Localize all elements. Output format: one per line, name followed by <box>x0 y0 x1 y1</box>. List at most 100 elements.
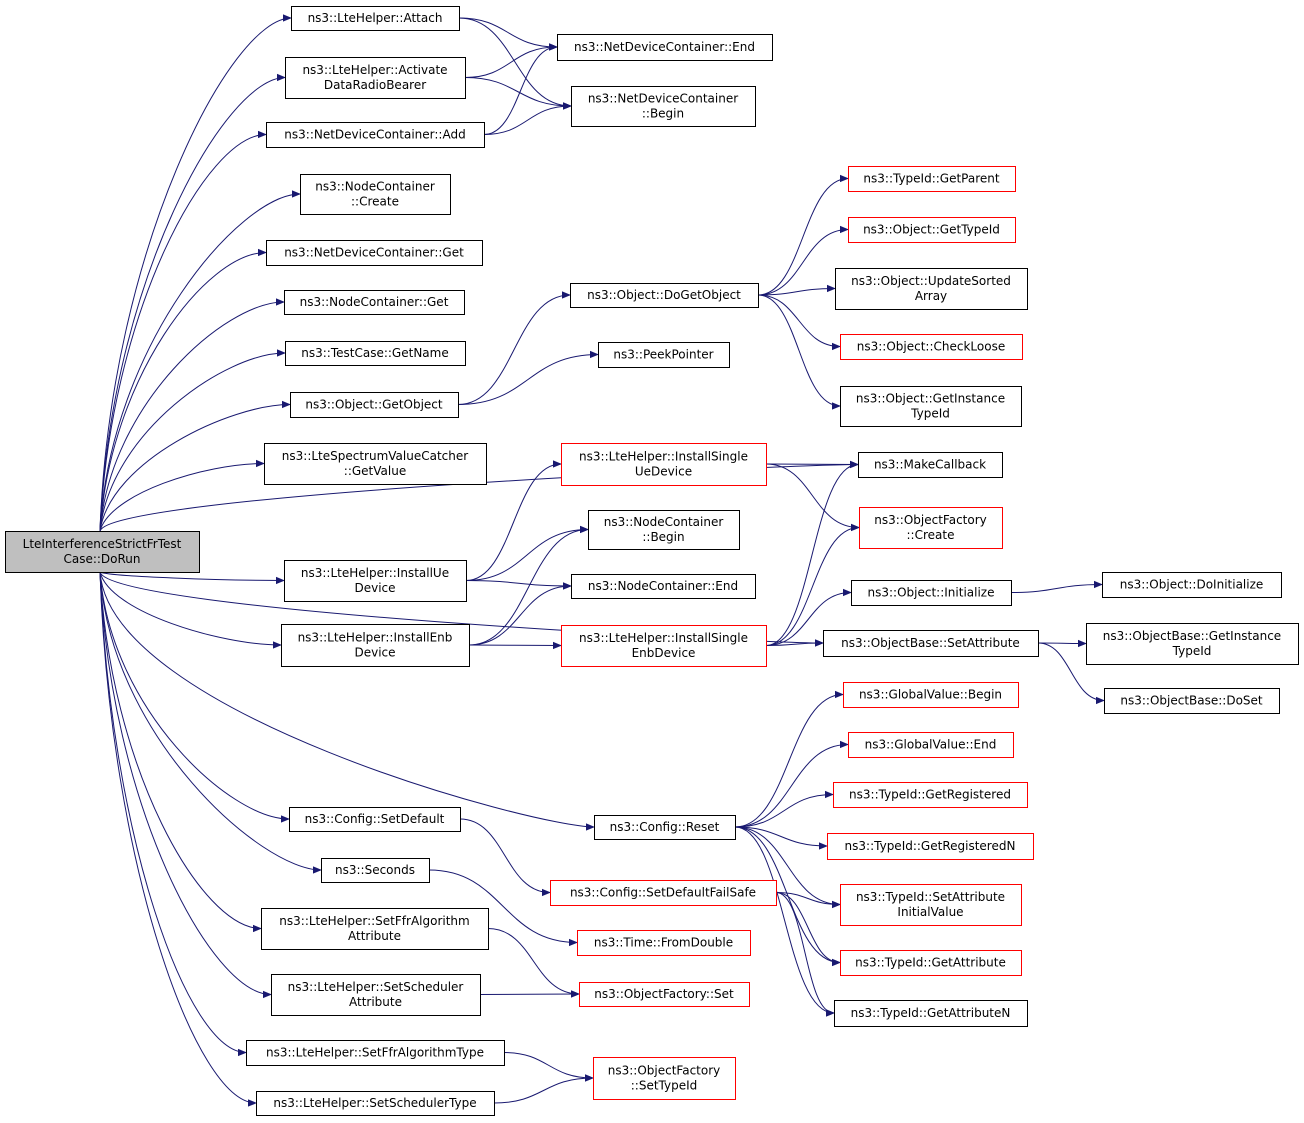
node-attach[interactable]: ns3::LteHelper::Attach <box>291 6 460 31</box>
node-box <box>593 1057 736 1100</box>
edge-root-to-install-ue <box>99 571 284 581</box>
node-box <box>598 342 730 368</box>
node-ndc-get[interactable]: ns3::NetDeviceContainer::Get <box>266 240 483 266</box>
node-ndc-end[interactable]: ns3::NetDeviceContainer::End <box>557 34 773 61</box>
node-box <box>827 833 1034 860</box>
node-label-line: Case::DoRun <box>63 552 140 566</box>
node-lsvc-getvalue[interactable]: ns3::LteSpectrumValueCatcher::GetValue <box>264 443 487 485</box>
node-tc-getname[interactable]: ns3::TestCase::GetName <box>285 341 466 366</box>
node-box <box>579 982 750 1007</box>
node-box <box>321 858 430 883</box>
node-obj-getobject[interactable]: ns3::Object::GetObject <box>290 392 459 418</box>
node-ndc-begin[interactable]: ns3::NetDeviceContainer::Begin <box>571 86 756 127</box>
edge-obj-dogetobject-to-obj-gettypeid <box>757 230 848 296</box>
node-box <box>561 625 767 667</box>
node-label-line: ns3::MakeCallback <box>874 458 986 472</box>
node-cfg-setdefaultfailsafe[interactable]: ns3::Config::SetDefaultFailSafe <box>550 880 777 906</box>
node-time-fromdouble[interactable]: ns3::Time::FromDouble <box>577 930 751 956</box>
node-nc-end[interactable]: ns3::NodeContainer::End <box>571 574 756 599</box>
node-set-sched-type[interactable]: ns3::LteHelper::SetSchedulerType <box>256 1091 495 1116</box>
node-seconds[interactable]: ns3::Seconds <box>321 858 430 883</box>
node-label-line: ns3::ObjectBase::SetAttribute <box>841 636 1020 650</box>
node-box <box>594 815 736 840</box>
node-ndc-add[interactable]: ns3::NetDeviceContainer::Add <box>266 122 485 148</box>
node-box <box>300 174 451 215</box>
node-label-line: ::Create <box>907 528 955 542</box>
edge-root-to-lsvc-getvalue <box>99 464 264 532</box>
node-box <box>256 1091 495 1116</box>
edge-obj-getobject-to-obj-dogetobject <box>457 295 570 405</box>
node-obj-gettypeid[interactable]: ns3::Object::GetTypeId <box>848 217 1016 243</box>
node-box <box>5 531 200 573</box>
node-obj-initialize[interactable]: ns3::Object::Initialize <box>851 580 1012 606</box>
edge-cfg-reset-to-tid-getattributen <box>734 826 834 1013</box>
node-box <box>285 341 466 366</box>
node-tid-getattribute[interactable]: ns3::TypeId::GetAttribute <box>840 950 1022 976</box>
node-tid-getparent[interactable]: ns3::TypeId::GetParent <box>848 166 1016 192</box>
edge-install-enb-to-install-single-enb <box>468 645 561 646</box>
node-obj-doinitialize[interactable]: ns3::Object::DoInitialize <box>1102 572 1282 598</box>
node-label-line: ::Create <box>351 195 399 209</box>
node-box <box>840 386 1022 427</box>
node-label-line: DataRadioBearer <box>324 78 426 92</box>
edge-install-single-enb-to-of-create <box>765 528 859 646</box>
node-box <box>284 560 467 602</box>
node-label-line: ns3::ObjectFactory <box>874 513 987 527</box>
node-label-line: ns3::Config::SetDefaultFailSafe <box>570 886 756 900</box>
node-nc-create[interactable]: ns3::NodeContainer::Create <box>300 174 451 215</box>
node-label-line: ::GetValue <box>344 464 406 478</box>
node-label-line: ns3::ObjectBase::DoSet <box>1120 694 1263 708</box>
node-box <box>840 884 1022 926</box>
node-box <box>858 452 1003 478</box>
node-label-line: ns3::LteHelper::InstallSingle <box>579 450 748 464</box>
node-of-settypeid[interactable]: ns3::ObjectFactory::SetTypeId <box>593 1057 736 1100</box>
node-label-line: ns3::Object::DoGetObject <box>587 288 741 302</box>
node-nc-get[interactable]: ns3::NodeContainer::Get <box>284 290 465 315</box>
node-label-line: ns3::ObjectBase::GetInstance <box>1103 629 1281 643</box>
edge-obj-initialize-to-obj-doinitialize <box>1010 585 1102 593</box>
node-gv-begin[interactable]: ns3::GlobalValue::Begin <box>843 682 1019 708</box>
edge-install-single-ue-to-of-create <box>765 463 859 528</box>
node-set-ffr-type[interactable]: ns3::LteHelper::SetFfrAlgorithmType <box>246 1040 505 1066</box>
node-nc-begin[interactable]: ns3::NodeContainer::Begin <box>588 510 740 550</box>
node-ob-doset[interactable]: ns3::ObjectBase::DoSet <box>1104 688 1280 714</box>
node-of-create[interactable]: ns3::ObjectFactory::Create <box>859 507 1003 549</box>
edge-root-to-ndc-add <box>99 135 266 532</box>
node-tid-getattributen[interactable]: ns3::TypeId::GetAttributeN <box>834 1000 1028 1027</box>
node-cfg-reset[interactable]: ns3::Config::Reset <box>594 815 736 840</box>
node-tid-getregistered[interactable]: ns3::TypeId::GetRegistered <box>833 782 1028 808</box>
node-cfg-setdefault[interactable]: ns3::Config::SetDefault <box>289 807 461 832</box>
node-ob-setattribute[interactable]: ns3::ObjectBase::SetAttribute <box>823 630 1039 657</box>
edge-root-to-cfg-reset <box>99 571 594 827</box>
node-makecallback[interactable]: ns3::MakeCallback <box>858 452 1003 478</box>
node-obj-checkloose[interactable]: ns3::Object::CheckLoose <box>840 334 1023 360</box>
edge-seconds-to-time-fromdouble <box>428 869 577 943</box>
edge-root-to-ndc-get <box>99 253 266 532</box>
node-peekpointer[interactable]: ns3::PeekPointer <box>598 342 730 368</box>
edge-root-to-set-ffr-type <box>99 571 246 1053</box>
node-gv-end[interactable]: ns3::GlobalValue::End <box>848 732 1014 758</box>
edge-root-to-nc-create <box>99 194 300 532</box>
node-obj-dogetobject[interactable]: ns3::Object::DoGetObject <box>570 283 759 308</box>
node-box <box>557 34 773 61</box>
node-label-line: ns3::LteHelper::SetScheduler <box>288 980 464 994</box>
edge-attach-to-ndc-begin <box>458 17 571 106</box>
node-label-line: ::SetTypeId <box>631 1079 698 1093</box>
node-label-line: ns3::LteHelper::Activate <box>302 63 447 77</box>
node-box <box>561 443 767 486</box>
node-of-set[interactable]: ns3::ObjectFactory::Set <box>579 982 750 1007</box>
node-box <box>284 290 465 315</box>
node-tid-getregisteredn[interactable]: ns3::TypeId::GetRegisteredN <box>827 833 1034 860</box>
